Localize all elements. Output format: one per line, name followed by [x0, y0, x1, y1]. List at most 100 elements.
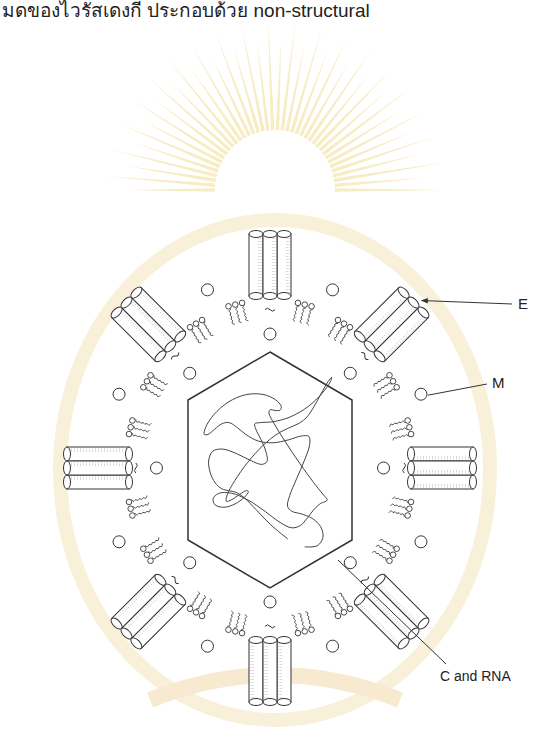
lipid-head [347, 606, 353, 612]
m-protein [378, 462, 390, 474]
m-protein [201, 640, 213, 652]
e-protein-bundle [408, 447, 477, 489]
lipid-head [148, 558, 154, 564]
lipid-tail [154, 375, 168, 384]
lipid-tail [234, 613, 240, 629]
lipid-head [126, 431, 132, 437]
watermark [60, 20, 490, 720]
m-protein [113, 536, 125, 548]
watermark-ray [280, 21, 295, 130]
m-protein [264, 328, 276, 340]
lipid-head [199, 317, 205, 323]
watermark-ray [335, 178, 425, 187]
lipid-tail [293, 306, 299, 322]
e-protein-bundle [64, 447, 133, 489]
leader-line [338, 560, 446, 664]
capsid-hexagon [188, 352, 352, 588]
lipid-tail [134, 426, 150, 432]
watermark-ray [211, 54, 251, 136]
m-protein [327, 284, 339, 296]
watermark-ray [257, 41, 270, 131]
m-protein [415, 388, 427, 400]
lipid-head [148, 372, 154, 378]
watermark-ray [110, 149, 217, 177]
anchor-squiggle [360, 351, 369, 360]
part-label: M [492, 374, 505, 391]
m-protein [150, 462, 162, 474]
leader-line [428, 384, 487, 395]
lipid-head [144, 552, 150, 558]
watermark-ray [319, 91, 388, 152]
lipid-tail [243, 305, 249, 321]
watermark-ray [131, 99, 225, 159]
lipid-head [193, 610, 199, 616]
lipid-tail [132, 433, 148, 439]
watermark-ray [148, 77, 232, 151]
lipid-tail [390, 504, 406, 510]
lipid-tail [292, 615, 298, 631]
lipid-tail [241, 614, 247, 630]
anchor-squiggle [171, 575, 180, 584]
lipid-head [193, 321, 199, 327]
lipid-head [295, 630, 301, 636]
lipid-head [408, 499, 414, 505]
watermark-ray [215, 31, 256, 135]
lipid-head [347, 324, 353, 330]
lipid-head [405, 513, 411, 519]
m-protein [184, 367, 196, 379]
watermark-ray [331, 136, 436, 173]
lipid-head [302, 629, 308, 635]
lipid-head [407, 424, 413, 430]
watermark-ray [308, 50, 372, 142]
lipid-head [394, 384, 400, 390]
lipid-tail [391, 428, 407, 434]
m-protein [113, 388, 125, 400]
lipid-head [335, 317, 341, 323]
lipid-head [387, 558, 393, 564]
lipid-head [408, 431, 414, 437]
lipid-head [295, 300, 301, 306]
lipid-head [141, 546, 147, 552]
watermark-ray [127, 166, 216, 182]
lipid-head [187, 324, 193, 330]
lipid-head [126, 499, 132, 505]
anchor-squiggle [265, 308, 275, 311]
lipid-head [187, 606, 193, 612]
lipid-tail [190, 592, 199, 606]
anchor-squiggle [134, 463, 137, 473]
watermark-ray [315, 67, 393, 148]
lipid-head [335, 613, 341, 619]
part-label: E [518, 295, 528, 312]
lipid-head [390, 552, 396, 558]
page-text: มดของไวรัสเดงกี ประกอบด้วย non-structura… [2, 0, 370, 22]
m-protein [201, 284, 213, 296]
lipid-head [130, 418, 136, 424]
watermark-ray [322, 88, 411, 156]
lipid-tail [372, 551, 386, 560]
lipid-tail [145, 537, 159, 546]
watermark-ray [276, 40, 281, 130]
lipid-head [128, 424, 134, 430]
lipid-tail [381, 389, 395, 398]
watermark-ray [125, 188, 215, 192]
lipid-tail [389, 511, 405, 517]
watermark-ray [335, 188, 445, 192]
lipid-tail [136, 419, 152, 425]
lipid-tail [227, 611, 233, 627]
m-protein [327, 640, 339, 652]
lipid-head [226, 303, 232, 309]
lipid-tail [131, 496, 147, 502]
m-protein [264, 596, 276, 608]
lipid-tail [392, 497, 408, 503]
m-protein [415, 536, 427, 548]
lipid-head [394, 546, 400, 552]
lipid-head [128, 506, 134, 512]
lipid-tail [390, 421, 406, 427]
e-protein-bundle [109, 572, 187, 650]
lipid-head [387, 372, 393, 378]
watermark-ray [171, 82, 235, 148]
m-protein [184, 557, 196, 569]
lipid-head [232, 629, 238, 635]
e-protein-bundle [249, 637, 291, 706]
